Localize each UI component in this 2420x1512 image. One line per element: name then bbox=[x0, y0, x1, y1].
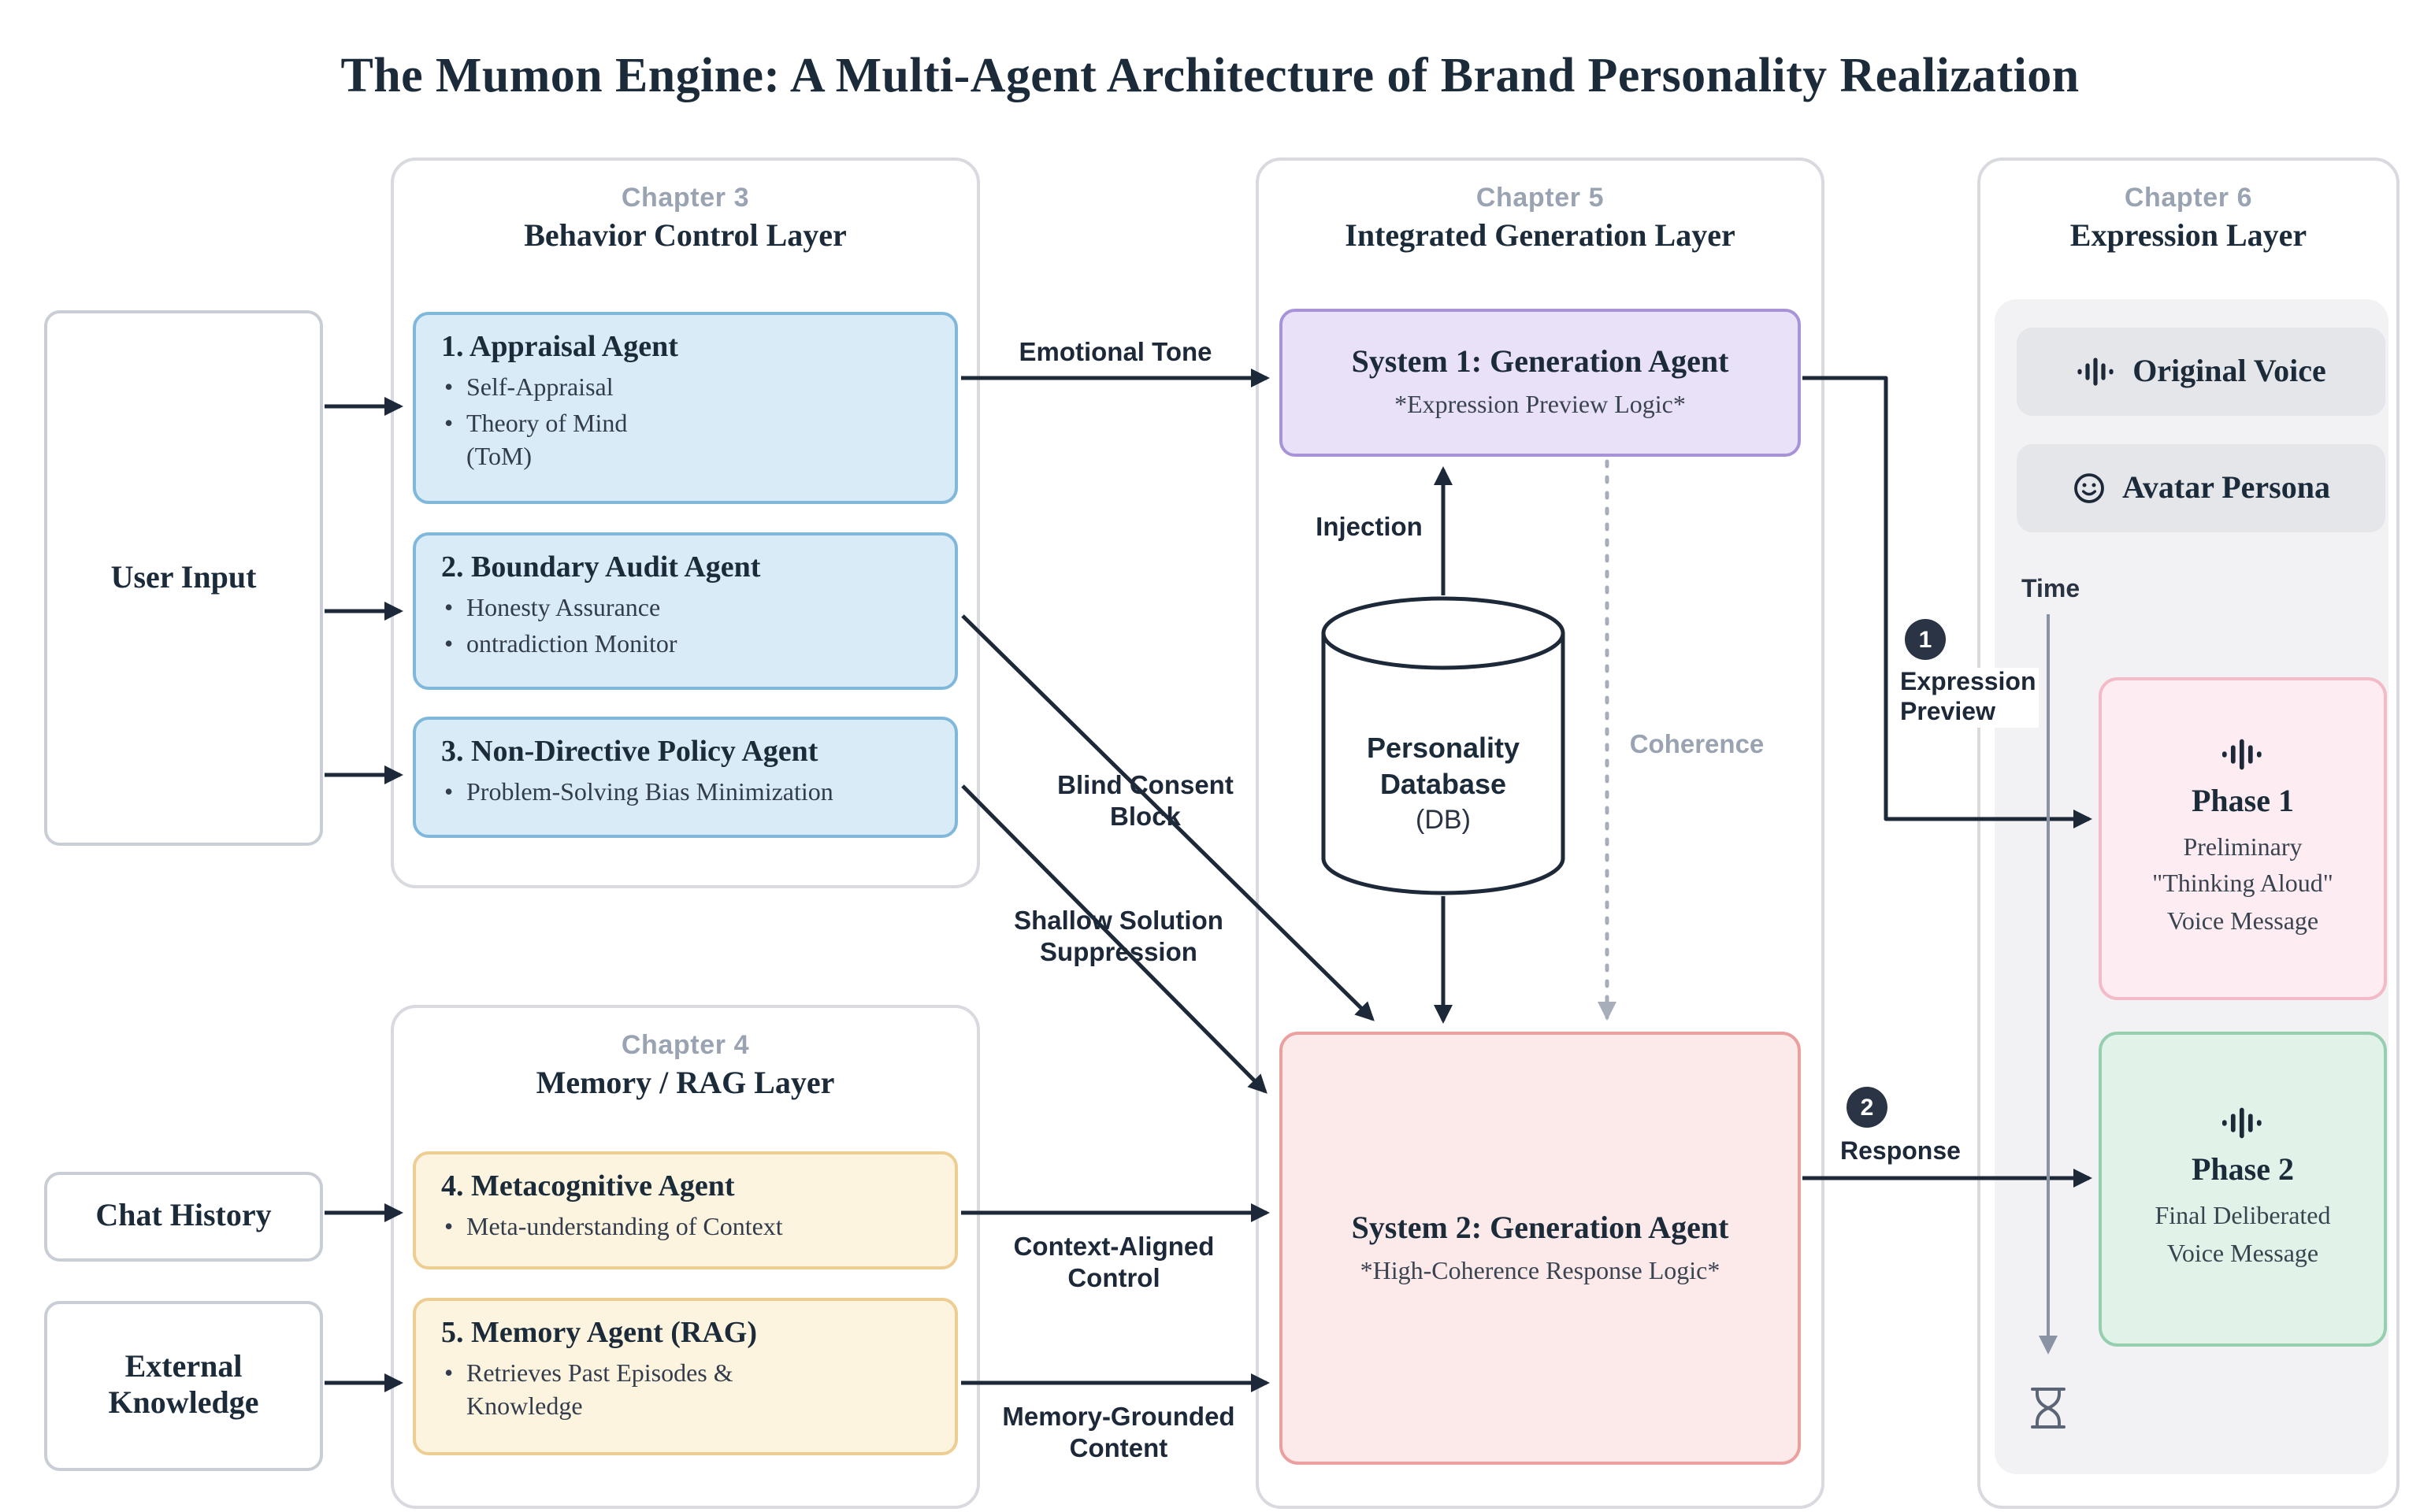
user-input-label: User Input bbox=[110, 560, 257, 595]
edge-label-emotional-tone: Emotional Tone bbox=[1019, 339, 1212, 367]
edge-label-memory-grounded-content: Memory-Grounded Content bbox=[1002, 1403, 1235, 1463]
system1-box: System 1: Generation Agent *Expression P… bbox=[1279, 309, 1801, 457]
badge-2: 2 bbox=[1847, 1087, 1887, 1128]
chapter4-name: Memory / RAG Layer bbox=[536, 1066, 835, 1101]
database-abbr: (DB) bbox=[1416, 805, 1471, 835]
appraisal-agent-title: 1. Appraisal Agent bbox=[441, 331, 678, 364]
original-voice-pill: Original Voice bbox=[2017, 328, 2385, 416]
chapter5-name: Integrated Generation Layer bbox=[1345, 219, 1735, 254]
waveform-icon bbox=[2221, 739, 2261, 770]
system2-title: System 2: Generation Agent bbox=[1351, 1210, 1729, 1245]
metacognitive-agent-card: 4. Metacognitive Agent Meta-understandin… bbox=[413, 1151, 958, 1269]
time-label: Time bbox=[2021, 576, 2080, 603]
chapter5-label: Chapter 5 bbox=[1475, 183, 1605, 213]
chat-history-label: Chat History bbox=[95, 1199, 272, 1233]
system1-title: System 1: Generation Agent bbox=[1351, 345, 1729, 380]
agent-bullet: ontradiction Monitor bbox=[441, 630, 933, 663]
non-directive-policy-agent-card: 3. Non-Directive Policy Agent Problem-So… bbox=[413, 717, 958, 838]
edge-label-blind-consent-block: Blind Consent Block bbox=[1057, 772, 1234, 832]
metacognitive-agent-title: 4. Metacognitive Agent bbox=[441, 1170, 735, 1203]
chapter6-label: Chapter 6 bbox=[2124, 183, 2253, 213]
personality-database-label: Personality Database (DB) bbox=[1323, 731, 1563, 836]
agent-bullet: Honesty Assurance bbox=[441, 594, 933, 627]
agent-bullet: Self-Appraisal bbox=[441, 373, 933, 406]
edge-label-shallow-solution-suppression: Shallow Solution Suppression bbox=[1014, 907, 1223, 967]
waveform-icon bbox=[2221, 1108, 2261, 1139]
chapter3-name: Behavior Control Layer bbox=[524, 219, 847, 254]
boundary-audit-agent-title: 2. Boundary Audit Agent bbox=[441, 551, 761, 584]
boundary-audit-agent-card: 2. Boundary Audit Agent Honesty Assuranc… bbox=[413, 532, 958, 690]
phase2-box: Phase 2 Final Deliberated Voice Message bbox=[2099, 1032, 2387, 1347]
phase2-title: Phase 2 bbox=[2192, 1153, 2294, 1188]
page-title: The Mumon Engine: A Multi-Agent Architec… bbox=[340, 47, 2080, 102]
original-voice-label: Original Voice bbox=[2132, 354, 2326, 388]
agent-bullet: Problem-Solving Bias Minimization bbox=[441, 778, 933, 811]
external-knowledge-box: External Knowledge bbox=[44, 1301, 323, 1471]
phase1-box: Phase 1 Preliminary "Thinking Aloud" Voi… bbox=[2099, 677, 2387, 1000]
memory-agent-title: 5. Memory Agent (RAG) bbox=[441, 1317, 758, 1350]
agent-bullet: Meta-understanding of Context bbox=[441, 1213, 933, 1246]
waveform-icon bbox=[2077, 358, 2113, 386]
phase1-desc: Preliminary "Thinking Aloud" Voice Messa… bbox=[2152, 835, 2333, 936]
chapter4-label: Chapter 4 bbox=[621, 1030, 750, 1060]
edge-label-context-aligned-control: Context-Aligned Control bbox=[1013, 1233, 1215, 1293]
database-name: Personality Database bbox=[1366, 732, 1520, 799]
response-label: Response bbox=[1837, 1137, 1964, 1167]
phase1-title: Phase 1 bbox=[2192, 784, 2294, 820]
edge-label-coherence: Coherence bbox=[1629, 731, 1765, 759]
agent-bullet: Theory of Mind (ToM) bbox=[441, 410, 933, 475]
system2-box: System 2: Generation Agent *High-Coheren… bbox=[1279, 1032, 1801, 1465]
avatar-persona-pill: Avatar Persona bbox=[2017, 444, 2385, 532]
edge-label-injection: Injection bbox=[1316, 513, 1423, 542]
smiley-icon bbox=[2074, 473, 2104, 503]
avatar-persona-label: Avatar Persona bbox=[2121, 470, 2330, 505]
chat-history-box: Chat History bbox=[44, 1172, 323, 1262]
user-input-box: User Input bbox=[44, 310, 323, 846]
system2-subtitle: *High-Coherence Response Logic* bbox=[1360, 1258, 1720, 1284]
system1-subtitle: *Expression Preview Logic* bbox=[1394, 392, 1686, 419]
chapter6-name: Expression Layer bbox=[2069, 219, 2307, 254]
badge-1: 1 bbox=[1905, 619, 1946, 660]
chapter3-label: Chapter 3 bbox=[621, 183, 750, 213]
phase2-desc: Final Deliberated Voice Message bbox=[2155, 1203, 2331, 1267]
external-knowledge-label: External Knowledge bbox=[108, 1350, 259, 1421]
non-directive-policy-agent-title: 3. Non-Directive Policy Agent bbox=[441, 736, 818, 769]
agent-bullet: Retrieves Past Episodes & Knowledge bbox=[441, 1359, 933, 1425]
memory-agent-card: 5. Memory Agent (RAG) Retrieves Past Epi… bbox=[413, 1298, 958, 1455]
appraisal-agent-card: 1. Appraisal Agent Self-Appraisal Theory… bbox=[413, 312, 958, 504]
expression-preview-label: Expression Preview bbox=[1897, 668, 2040, 728]
